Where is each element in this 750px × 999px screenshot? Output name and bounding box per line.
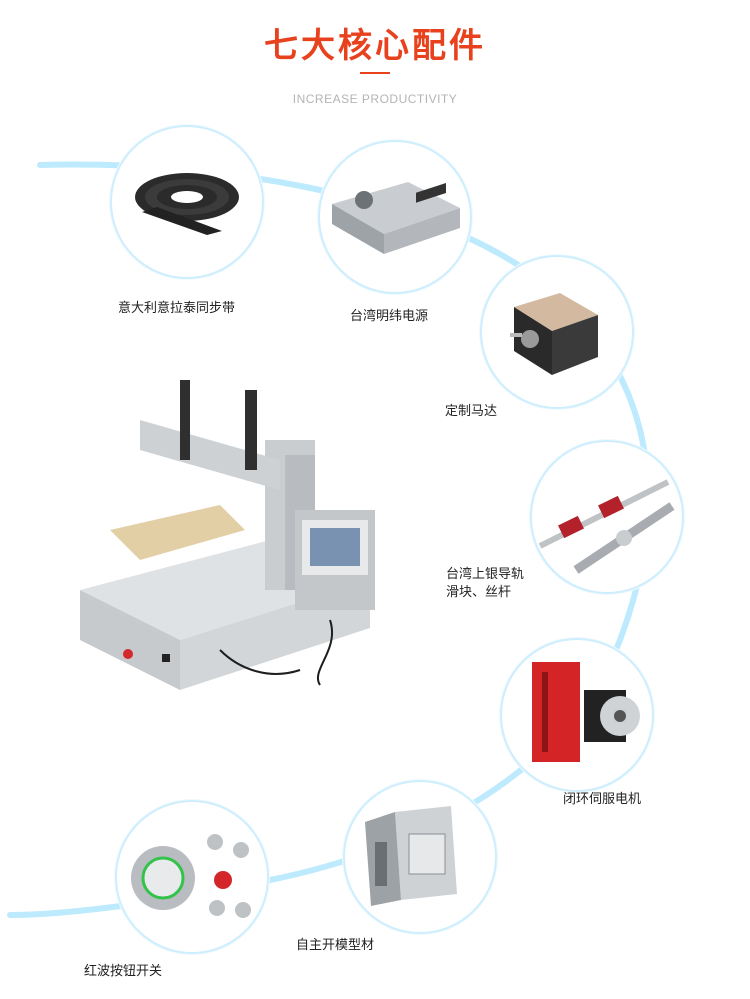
linear-guide-icon [538, 479, 675, 574]
label-push-button: 红波按钮开关 [84, 964, 163, 979]
stepper-motor-icon [510, 293, 598, 375]
label-timing-belt: 意大利意拉泰同步带 [118, 301, 236, 316]
label-stepper-motor: 定制马达 [445, 404, 498, 419]
label-aluminum-profile: 自主开模型材 [296, 938, 375, 953]
node-linear-guide [530, 440, 684, 594]
label-linear-guide-line1: 台湾上银导轨 [446, 567, 525, 582]
timing-belt-icon [135, 173, 239, 235]
node-push-button [115, 800, 269, 954]
page-title: 七大核心配件 [264, 26, 486, 66]
label-servo-motor: 闭环伺服电机 [563, 792, 642, 807]
node-stepper-motor [480, 255, 634, 409]
label-power-supply: 台湾明纬电源 [350, 309, 429, 324]
title-underline [360, 72, 390, 74]
push-button-icon [131, 834, 251, 918]
servo-motor-icon [532, 662, 640, 762]
node-timing-belt [110, 125, 264, 279]
label-linear-guide-line2: 滑块、丝杆 [446, 585, 512, 600]
node-servo-motor [500, 638, 654, 792]
node-power-supply [318, 140, 472, 294]
aluminum-profile-icon [365, 806, 457, 906]
power-supply-icon [332, 182, 460, 254]
node-aluminum-profile [343, 780, 497, 934]
label-linear-guide: 台湾上银导轨 滑块、丝杆 [446, 566, 524, 602]
screw-machine-image [80, 380, 375, 690]
page-subtitle: INCREASE PRODUCTIVITY [292, 92, 458, 106]
